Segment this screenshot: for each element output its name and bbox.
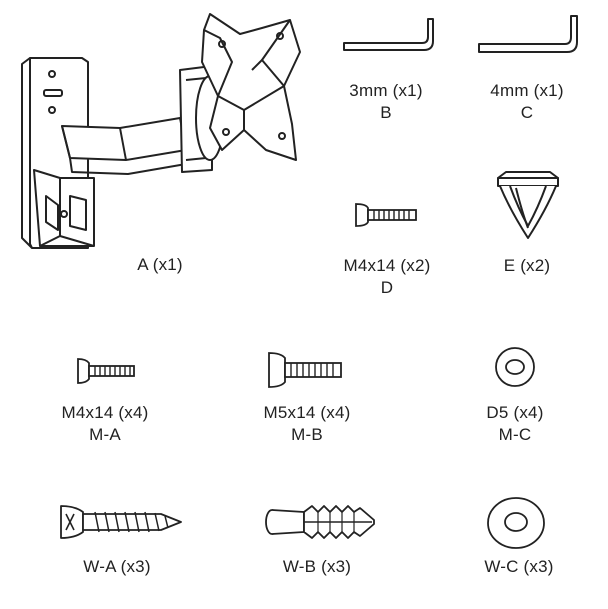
machine-screw-icon — [355, 203, 417, 227]
part-m-a-label: M4x14 (x4) M-A — [61, 402, 148, 446]
part-m-a-size: M4x14 (x4) — [61, 403, 149, 422]
washer-icon — [487, 497, 545, 549]
part-m-b-size: M5x14 (x4) — [263, 403, 351, 422]
hex-key-4mm-icon — [478, 15, 578, 53]
part-b-label: 3mm (x1) B — [349, 80, 422, 124]
part-d-code: D — [380, 278, 394, 297]
part-m-c-label: D5 (x4) M-C — [486, 402, 543, 446]
part-d-size: M4x14 (x2) — [343, 256, 431, 275]
part-b-size: 3mm (x1) — [349, 81, 423, 100]
part-a-quantity: A (x1) — [137, 255, 183, 274]
cable-clip-icon — [497, 171, 559, 239]
part-m-a-code: M-A — [89, 425, 121, 444]
part-w-b-label: W-B (x3) — [283, 556, 351, 578]
machine-screw-icon — [268, 352, 342, 388]
hex-key-3mm-icon — [343, 18, 434, 51]
part-e-label: E (x2) — [504, 255, 551, 277]
part-w-c-label: W-C (x3) — [484, 556, 553, 578]
wall-anchor-icon — [265, 505, 375, 539]
part-m-c-code: M-C — [498, 425, 532, 444]
part-c-size: 4mm (x1) — [490, 81, 564, 100]
part-m-c-size: D5 (x4) — [486, 403, 544, 422]
part-w-a-quantity: W-A (x3) — [83, 557, 151, 576]
part-w-c-quantity: W-C (x3) — [484, 557, 554, 576]
part-c-code: C — [520, 103, 534, 122]
part-m-b-label: M5x14 (x4) M-B — [263, 402, 350, 446]
wood-screw-icon — [60, 505, 182, 539]
part-m-b-code: M-B — [291, 425, 323, 444]
part-d-label: M4x14 (x2) D — [343, 255, 430, 299]
machine-screw-icon — [77, 358, 135, 384]
part-b-code: B — [380, 103, 392, 122]
wall-mount-bracket-icon — [21, 13, 301, 249]
part-e-quantity: E (x2) — [503, 256, 551, 275]
part-w-b-quantity: W-B (x3) — [282, 557, 352, 576]
washer-icon — [495, 347, 535, 387]
part-a-label: A (x1) — [137, 254, 183, 276]
part-c-label: 4mm (x1) C — [490, 80, 563, 124]
part-w-a-label: W-A (x3) — [83, 556, 150, 578]
